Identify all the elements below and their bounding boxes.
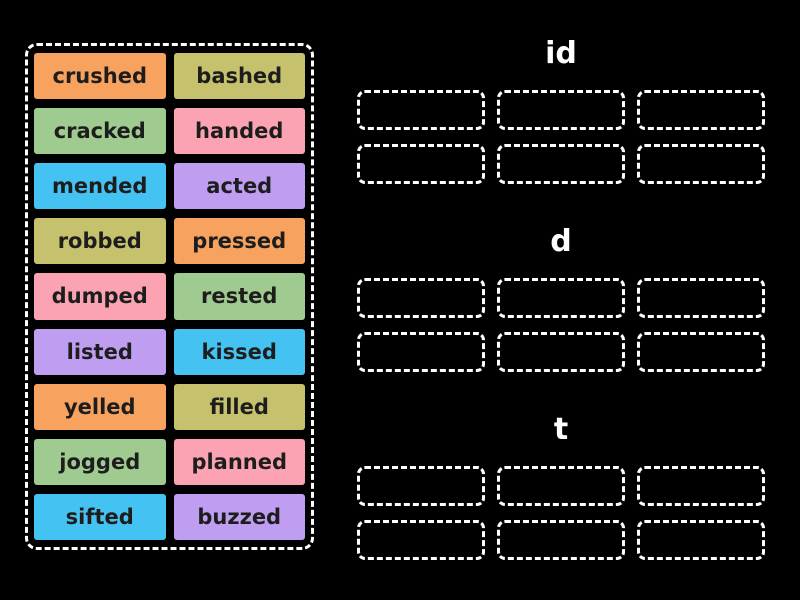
drop-slot[interactable] [497,520,625,560]
drop-slot[interactable] [637,90,765,130]
drop-slot[interactable] [497,144,625,184]
word-tile[interactable]: dumped [34,273,166,320]
slot-grid [357,466,765,560]
word-bank: crushed bashed cracked handed mended act… [25,43,314,550]
drop-slot[interactable] [637,144,765,184]
group-title: id [545,36,577,71]
word-tile[interactable]: sifted [34,493,166,540]
drop-slot[interactable] [497,332,625,372]
drop-slot[interactable] [637,278,765,318]
group-id: id [357,36,765,184]
drop-slot[interactable] [497,90,625,130]
drop-slot[interactable] [497,466,625,506]
drop-slot[interactable] [357,466,485,506]
word-tile[interactable]: listed [34,328,166,375]
drop-slot[interactable] [357,520,485,560]
word-tile[interactable]: robbed [34,218,166,265]
word-tile[interactable]: planned [173,438,305,485]
group-d: d [357,224,765,372]
group-title: t [553,412,569,447]
word-tile[interactable]: cracked [34,108,166,155]
word-tile[interactable]: bashed [173,53,305,100]
drop-slot[interactable] [357,332,485,372]
word-tile[interactable]: pressed [173,218,305,265]
word-tile[interactable]: filled [173,383,305,430]
drop-slot[interactable] [637,520,765,560]
drop-slot[interactable] [497,278,625,318]
group-t: t [357,412,765,560]
word-tile[interactable]: handed [173,108,305,155]
drop-slot[interactable] [637,332,765,372]
drop-slot[interactable] [637,466,765,506]
drop-slot[interactable] [357,144,485,184]
word-tile[interactable]: yelled [34,383,166,430]
word-tile[interactable]: kissed [173,328,305,375]
word-tile[interactable]: rested [173,273,305,320]
group-title: d [550,224,572,259]
word-tile[interactable]: crushed [34,53,166,100]
slot-grid [357,278,765,372]
drop-slot[interactable] [357,90,485,130]
groups-area: id d t [357,36,765,600]
slot-grid [357,90,765,184]
word-tile[interactable]: acted [173,163,305,210]
drop-slot[interactable] [357,278,485,318]
word-tile[interactable]: buzzed [173,493,305,540]
word-tile[interactable]: mended [34,163,166,210]
word-tile[interactable]: jogged [34,438,166,485]
